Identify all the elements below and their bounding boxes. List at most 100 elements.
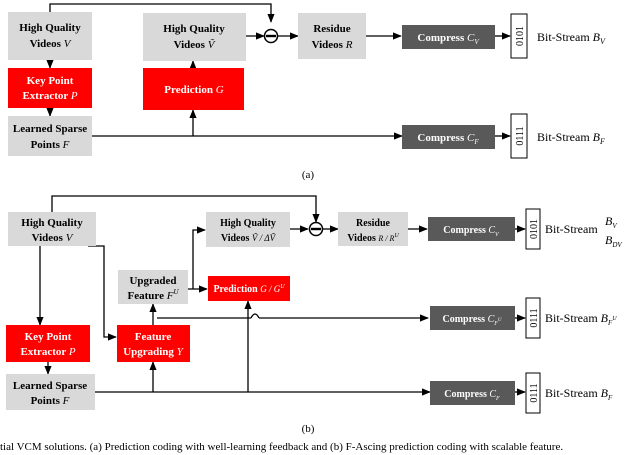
b-compress-fu-subsup: U: [498, 318, 502, 323]
svg-text:Compress CF: Compress CF: [444, 389, 500, 402]
a-compress-v-symbol: C: [467, 32, 475, 44]
b-compress-f-symbol: C: [489, 389, 496, 400]
b-feature-upgrading-node: Feature Upgrading Y: [117, 325, 190, 362]
a-sparse-line2: Points: [31, 139, 61, 151]
b-bits-f-node: 0111: [525, 372, 541, 414]
b-compress-v-symbol: C: [488, 225, 495, 236]
svg-text:Prediction G: Prediction G: [164, 84, 223, 96]
b-compress-fu-subscript: F: [493, 321, 498, 327]
b-edge-hq-to-feature-upgrading: [88, 245, 117, 341]
b-sparse-points-node: Learned Sparse Points F: [6, 374, 95, 410]
b-compress-fu-label: Compress: [442, 314, 485, 325]
b-compress-v-subscript: V: [495, 232, 500, 238]
b-predicted-line1: High Quality: [220, 218, 276, 229]
b-edge-prediction-to-predicted: [192, 226, 206, 289]
a-keypoint-symbol: P: [70, 90, 78, 102]
svg-text:Extractor P: Extractor P: [20, 346, 75, 358]
a-bits-f-text: 0111: [515, 126, 526, 145]
svg-text:Prediction G / GU: Prediction G / GU: [213, 284, 285, 295]
b-bitstream-fu-label: Bit-Stream BFU: [545, 311, 617, 327]
b-compress-v-node: Compress CV: [428, 217, 515, 241]
b-compress-f-node: Compress CF: [430, 381, 515, 405]
b-subtract-operator-icon: [308, 221, 324, 237]
b-upgraded-line2: Feature: [128, 290, 165, 302]
figure-caption: tial VCM solutions. (a) Prediction codin…: [0, 441, 564, 453]
svg-text:Videos Ṽ: Videos Ṽ: [174, 39, 216, 51]
a-compress-f-symbol: C: [467, 132, 475, 144]
b-predicted-symbol: Ṽ / ΔṼ: [252, 233, 277, 243]
a-residue-line2: Videos: [312, 39, 344, 51]
a-compress-v-node: Compress CV: [402, 25, 495, 49]
a-prediction-symbol: G: [216, 84, 224, 96]
a-predicted-symbol: Ṽ: [208, 39, 216, 51]
b-keypoint-extractor-node: Key Point Extractor P: [6, 325, 90, 362]
a-edge-hq-to-subtract: [49, 3, 275, 23]
svg-text:Feature FU: Feature FU: [128, 288, 180, 302]
a-residue-symbol: R: [345, 39, 353, 51]
a-compress-v-subscript: V: [474, 38, 479, 46]
a-hq-videos-node: High Quality Videos V: [8, 12, 92, 60]
b-feature-up-symbol: Y: [177, 346, 185, 358]
svg-text:Compress CV: Compress CV: [443, 225, 500, 238]
a-residue-line1: Residue: [313, 23, 350, 35]
b-upgraded-line1: Upgraded: [129, 275, 176, 287]
b-residue-line1: Residue: [356, 218, 390, 229]
svg-text:Compress CF: Compress CF: [417, 132, 479, 146]
a-hq-videos-symbol: V: [64, 38, 72, 50]
b-hq-videos-line2: Videos: [32, 232, 64, 244]
b-edge-line-hop: [250, 313, 260, 319]
a-hq-videos-line1: High Quality: [19, 22, 81, 34]
a-predicted-line2: Videos: [174, 39, 206, 51]
b-sparse-line2: Points: [31, 395, 61, 407]
svg-text:Points F: Points F: [31, 139, 70, 151]
a-subtract-operator-icon: [263, 28, 279, 44]
b-hq-videos-node: High Quality Videos V: [8, 212, 96, 246]
b-bitstream-v-sym2: BDV: [605, 233, 622, 249]
b-caption: (b): [302, 423, 315, 435]
b-residue-videos-node: Residue Videos R / RU: [338, 212, 408, 246]
a-compress-f-node: Compress CF: [402, 125, 495, 149]
svg-text:Videos Ṽ / ΔṼ: Videos Ṽ / ΔṼ: [221, 233, 277, 244]
b-bitstream-f-label: Bit-Stream BF: [545, 386, 613, 402]
a-bits-v-text: 0101: [515, 26, 526, 46]
svg-text:Videos R: Videos R: [312, 39, 353, 51]
b-hq-videos-symbol: V: [66, 232, 74, 244]
b-compress-v-label: Compress: [443, 225, 486, 236]
a-keypoint-line2: Extractor: [22, 90, 68, 102]
b-compress-f-label: Compress: [444, 389, 487, 400]
b-bitstream-v-sym1: BV: [605, 214, 617, 230]
b-upgraded-sup: U: [173, 288, 179, 296]
b-upgraded-symbol: F: [166, 290, 174, 302]
a-sparse-symbol: F: [62, 139, 70, 151]
b-keypoint-line1: Key Point: [25, 331, 72, 343]
b-predicted-videos-node: High Quality Videos Ṽ / ΔṼ: [206, 212, 290, 247]
b-keypoint-line2: Extractor: [20, 346, 66, 358]
svg-text:Upgrading Y: Upgrading Y: [123, 346, 185, 358]
b-feature-up-line2: Upgrading: [123, 346, 174, 358]
b-residue-sup: U: [394, 233, 399, 239]
svg-text:Extractor P: Extractor P: [22, 90, 77, 102]
svg-text:Videos V: Videos V: [30, 38, 72, 50]
a-prediction-label: Prediction: [164, 84, 213, 96]
a-bitstream-f-label: Bit-Stream BF: [537, 130, 605, 146]
svg-text:Videos V: Videos V: [32, 232, 74, 244]
svg-text:Compress CFU: Compress CFU: [442, 314, 501, 327]
a-sparse-line1: Learned Sparse: [13, 123, 87, 135]
a-bits-f-node: 0111: [510, 113, 528, 159]
b-feature-up-line1: Feature: [135, 331, 172, 343]
b-bits-v-text: 0101: [529, 219, 540, 239]
b-keypoint-symbol: P: [68, 346, 76, 358]
a-compress-f-subscript: F: [473, 138, 479, 146]
a-keypoint-extractor-node: Key Point Extractor P: [8, 68, 92, 108]
b-prediction-label: Prediction: [213, 284, 258, 295]
b-prediction-symbol: G / G: [260, 284, 281, 294]
b-bits-fu-node: 0111: [525, 297, 541, 339]
b-bitstream-v-label: Bit-Stream: [545, 222, 598, 236]
b-prediction-sup: U: [280, 284, 285, 290]
b-sparse-line1: Learned Sparse: [13, 380, 87, 392]
b-bits-fu-text: 0111: [529, 308, 540, 327]
panel-a: High Quality Videos V Key Point Extracto…: [8, 3, 606, 181]
a-caption: (a): [302, 169, 315, 181]
a-sparse-points-node: Learned Sparse Points F: [8, 116, 92, 156]
